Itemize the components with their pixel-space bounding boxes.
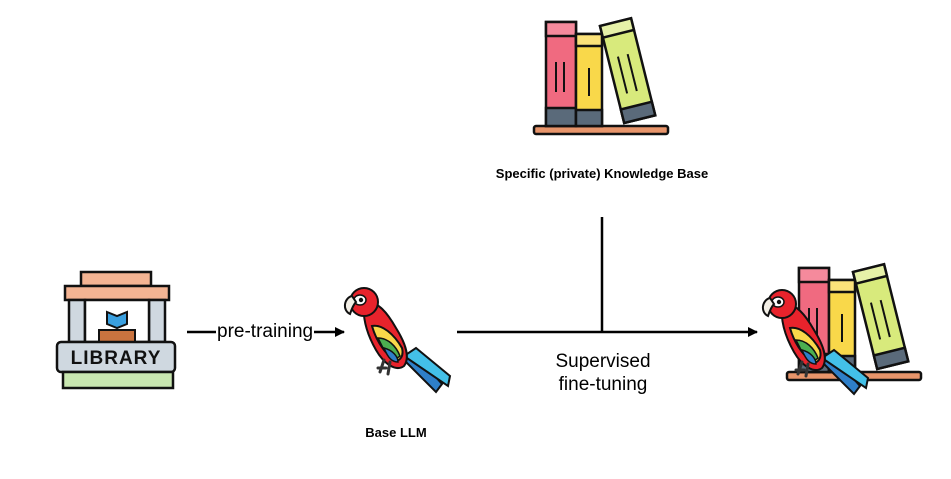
library-sign-text: LIBRARY xyxy=(71,348,162,369)
supervised-fine-tuning-label: Supervised fine-tuning xyxy=(555,351,651,395)
pre-training-label: pre-training xyxy=(216,321,315,343)
library-building-icon: LIBRARY xyxy=(55,270,177,390)
knowledge-base-label: Specific (private) Knowledge Base xyxy=(495,166,709,181)
books-icon xyxy=(532,17,670,136)
base-llm-label: Base LLM xyxy=(365,425,427,440)
parrot-with-books-icon xyxy=(761,263,923,396)
parrot-icon xyxy=(343,286,452,394)
